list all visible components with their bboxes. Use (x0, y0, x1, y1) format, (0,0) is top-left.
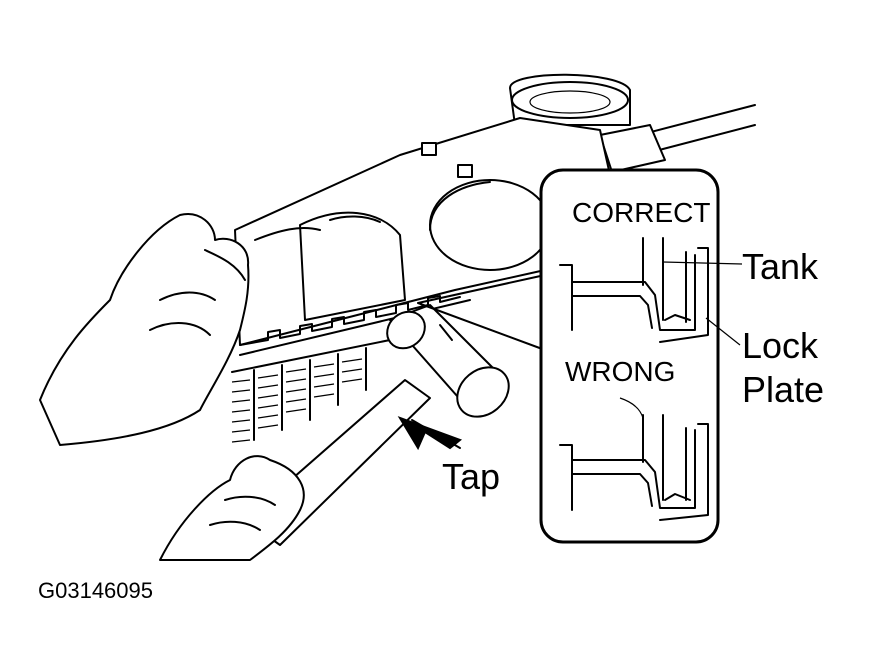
label-tap: Tap (442, 456, 500, 497)
detail-panel (539, 168, 743, 544)
arrow-shaft (411, 419, 461, 449)
label-wrong: WRONG (565, 356, 675, 387)
label-plate: Plate (742, 369, 824, 410)
arrow-icon (397, 416, 463, 451)
label-lock: Lock (742, 325, 819, 366)
radiator-tank (231, 73, 756, 443)
hand-upper (39, 213, 250, 446)
label-tank: Tank (742, 246, 819, 287)
wrong-detail (559, 397, 709, 521)
callout-pointer (417, 274, 546, 351)
label-correct: CORRECT (572, 197, 710, 228)
figure-code: G03146095 (38, 578, 153, 603)
hand-lower (159, 455, 305, 561)
correct-detail (559, 237, 743, 346)
